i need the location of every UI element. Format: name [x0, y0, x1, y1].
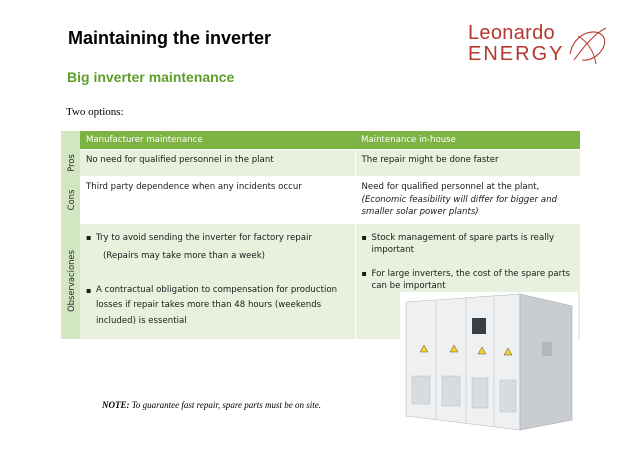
- logo-line2: ENERGY: [468, 43, 565, 65]
- row-label-observaciones: Observaciones: [61, 223, 80, 339]
- pros-inhouse-cell: The repair might be done faster: [355, 149, 580, 177]
- note-label: NOTE:: [102, 400, 130, 410]
- obs-inhouse-bullet-2: For large inverters, the cost of the spa…: [362, 268, 575, 293]
- note-text: To guarantee fast repair, spare parts mu…: [131, 400, 322, 410]
- row-label-text: Observaciones: [65, 250, 76, 312]
- obs-inhouse-bullet-1: Stock management of spare parts is reall…: [362, 232, 575, 257]
- row-label-pros: Pros: [61, 149, 80, 177]
- obs-manufacturer-cell: Try to avoid sending the inverter for fa…: [80, 222, 356, 339]
- inverter-cabinet-photo: [400, 292, 578, 432]
- logo-line1: Leonardo: [468, 22, 555, 44]
- section-subtitle: Big inverter maintenance: [67, 69, 235, 85]
- cons-manufacturer-cell: Third party dependence when any incident…: [80, 176, 356, 223]
- leonardo-energy-logo: Leonardo ENERGY: [468, 22, 628, 72]
- cons-inhouse-cell: Need for qualified personnel at the plan…: [355, 176, 580, 223]
- cons-inhouse-italic: (Economic feasibility will differ for bi…: [361, 194, 557, 218]
- header-corner: [61, 131, 80, 150]
- obs-manufacturer-bullet-1: Try to avoid sending the inverter for fa…: [86, 232, 349, 245]
- table-header-row: Manufacturer maintenance Maintenance in-…: [61, 131, 580, 150]
- intro-text: Two options:: [66, 106, 124, 118]
- row-label-text: Pros: [65, 154, 76, 172]
- pros-manufacturer-cell: No need for qualified personnel in the p…: [80, 149, 356, 177]
- header-inhouse: Maintenance in-house: [355, 131, 580, 150]
- header-manufacturer: Manufacturer maintenance: [80, 131, 355, 150]
- table-row-pros: Pros No need for qualified personnel in …: [61, 149, 580, 177]
- obs-manufacturer-subnote: (Repairs may take more than a week): [103, 251, 266, 261]
- cons-inhouse-main: Need for qualified personnel at the plan…: [361, 182, 540, 192]
- row-label-text: Cons: [65, 189, 76, 211]
- row-label-cons: Cons: [61, 176, 80, 223]
- footer-note: NOTE: To guarantee fast repair, spare pa…: [102, 400, 321, 410]
- page-title: Maintaining the inverter: [68, 28, 272, 48]
- obs-manufacturer-bullet-2: A contractual obligation to compensation…: [86, 283, 349, 330]
- logo-swirl-icon: [569, 27, 607, 65]
- table-row-cons: Cons Third party dependence when any inc…: [61, 176, 580, 223]
